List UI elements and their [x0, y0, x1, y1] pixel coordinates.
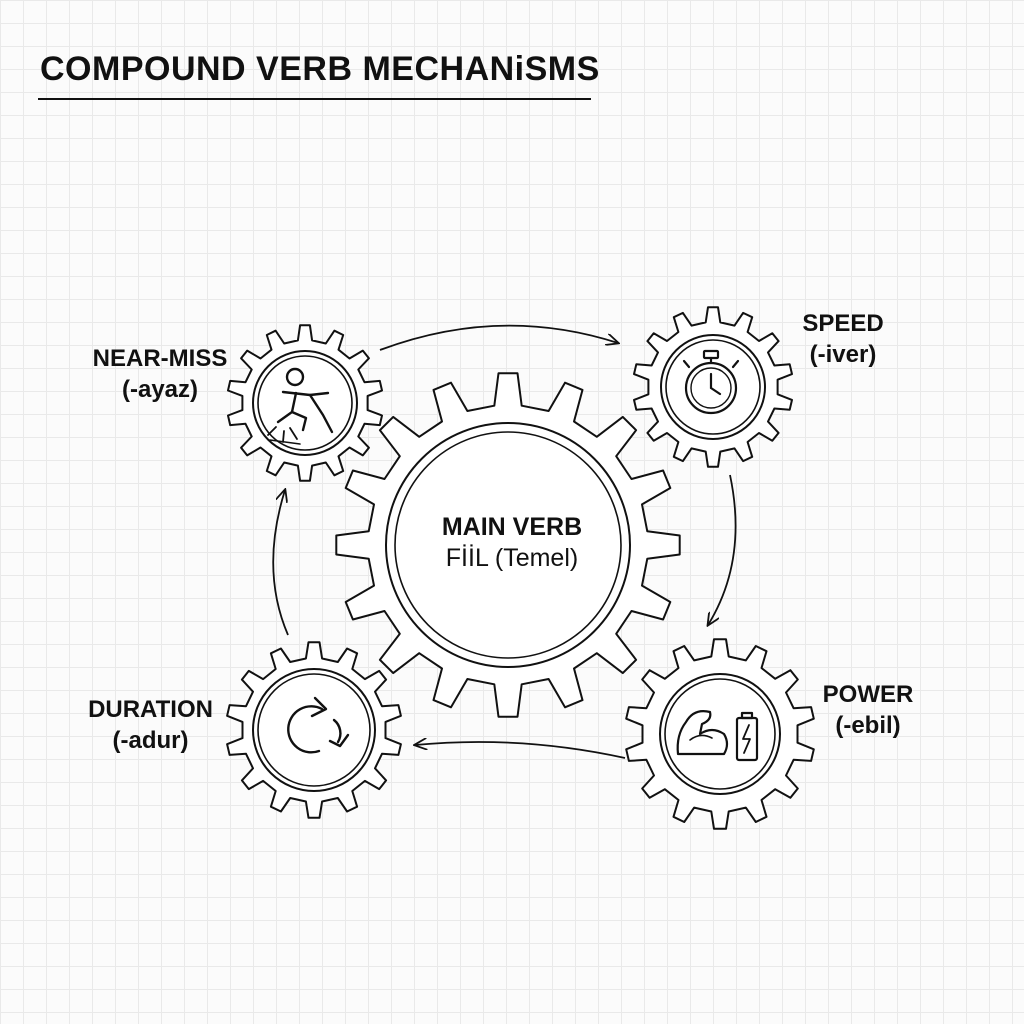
gear-duration-ring [252, 668, 376, 792]
duration-suffix: (-adur) [112, 727, 189, 754]
gear-power-teeth [625, 638, 815, 830]
arrow-nearmiss-to-speed [379, 324, 618, 351]
main-verb-gear [335, 372, 681, 718]
speed-suffix: (-iver) [809, 341, 877, 368]
flexed-arm-battery-icon [676, 710, 759, 762]
near-miss-name: NEAR-MISS [92, 345, 228, 372]
gear-nearmiss-teeth [227, 324, 383, 482]
duration-name: DURATION [88, 696, 213, 723]
duration-gear [226, 641, 402, 819]
gear-power-ring [659, 673, 781, 795]
main-verb-subtitle: FİİL (Temel) [445, 544, 579, 572]
title-underline [38, 98, 591, 100]
gear-main-ring [394, 431, 622, 659]
main-verb-title: MAIN VERB [441, 513, 583, 541]
power-label: POWER (-ebil) [808, 679, 928, 741]
power-suffix: (-ebil) [835, 712, 901, 739]
power-gear [625, 638, 815, 830]
near-miss-label: NEAR-MISS (-ayaz) [80, 343, 240, 405]
near-miss-suffix: (-ayaz) [121, 376, 199, 403]
gear-duration-ring [257, 673, 371, 787]
gear-speed-teeth [633, 306, 793, 468]
gear-power-ring [664, 678, 776, 790]
stopwatch-icon [682, 349, 740, 415]
diagram-title: COMPOUND VERB MECHANiSMS [40, 50, 600, 88]
speed-gear [633, 306, 793, 468]
falling-person-icon [267, 367, 334, 445]
arrow-duration-to-nearmiss [272, 490, 289, 636]
power-name: POWER [822, 681, 914, 708]
cycle-arrows-icon [287, 696, 350, 754]
cycle-arrows [272, 324, 737, 759]
gear-nearmiss-ring [257, 355, 353, 451]
main-verb-label: MAIN VERB FİİL (Temel) [402, 512, 622, 574]
duration-label: DURATION (-adur) [78, 694, 223, 756]
arrow-power-to-duration [415, 742, 626, 759]
speed-name: SPEED [802, 310, 884, 337]
arrow-speed-to-power [708, 474, 737, 625]
gear-main-ring [385, 422, 631, 668]
speed-label: SPEED (-iver) [788, 308, 898, 370]
gear-speed-ring [660, 334, 766, 440]
gear-speed-ring [665, 339, 761, 435]
near-miss-gear [227, 324, 383, 482]
gear-nearmiss-ring [252, 350, 358, 456]
